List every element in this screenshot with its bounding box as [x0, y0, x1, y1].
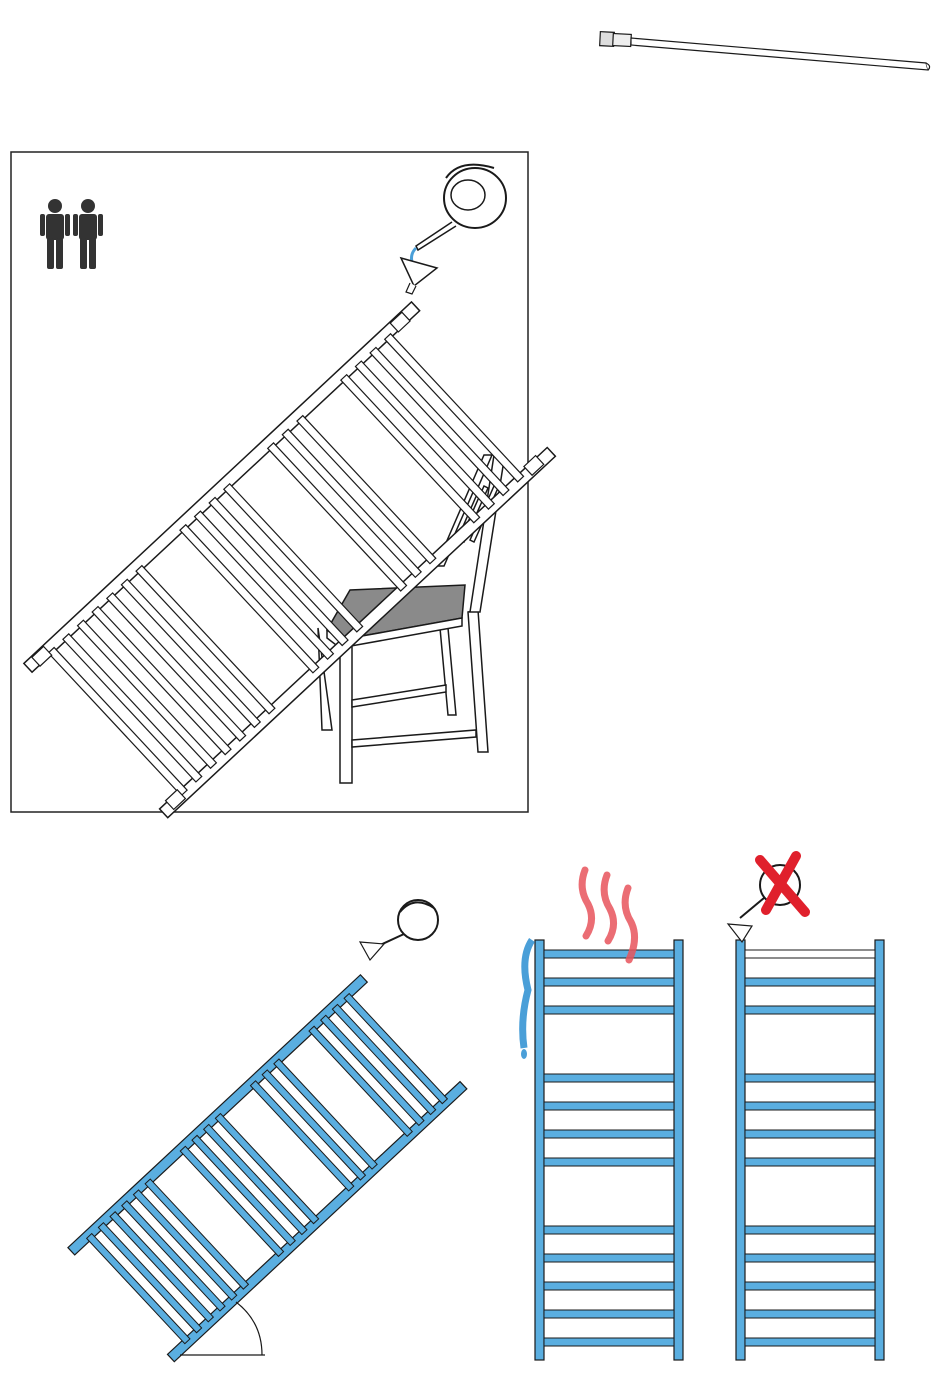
wrong-fill-upright-panel [728, 856, 884, 1360]
main-step-panel [11, 152, 555, 818]
steam-icon [582, 870, 634, 960]
heating-element-rod-icon [600, 32, 930, 70]
overflow-water-icon [523, 940, 532, 1048]
tilted-fill-panel [68, 900, 467, 1362]
funnel-icon [360, 942, 384, 960]
watering-can-icon [378, 900, 438, 946]
funnel-icon [728, 924, 752, 942]
wrong-hot-overflow-panel [521, 870, 683, 1360]
tilt-angle-arc-icon [236, 1302, 262, 1355]
